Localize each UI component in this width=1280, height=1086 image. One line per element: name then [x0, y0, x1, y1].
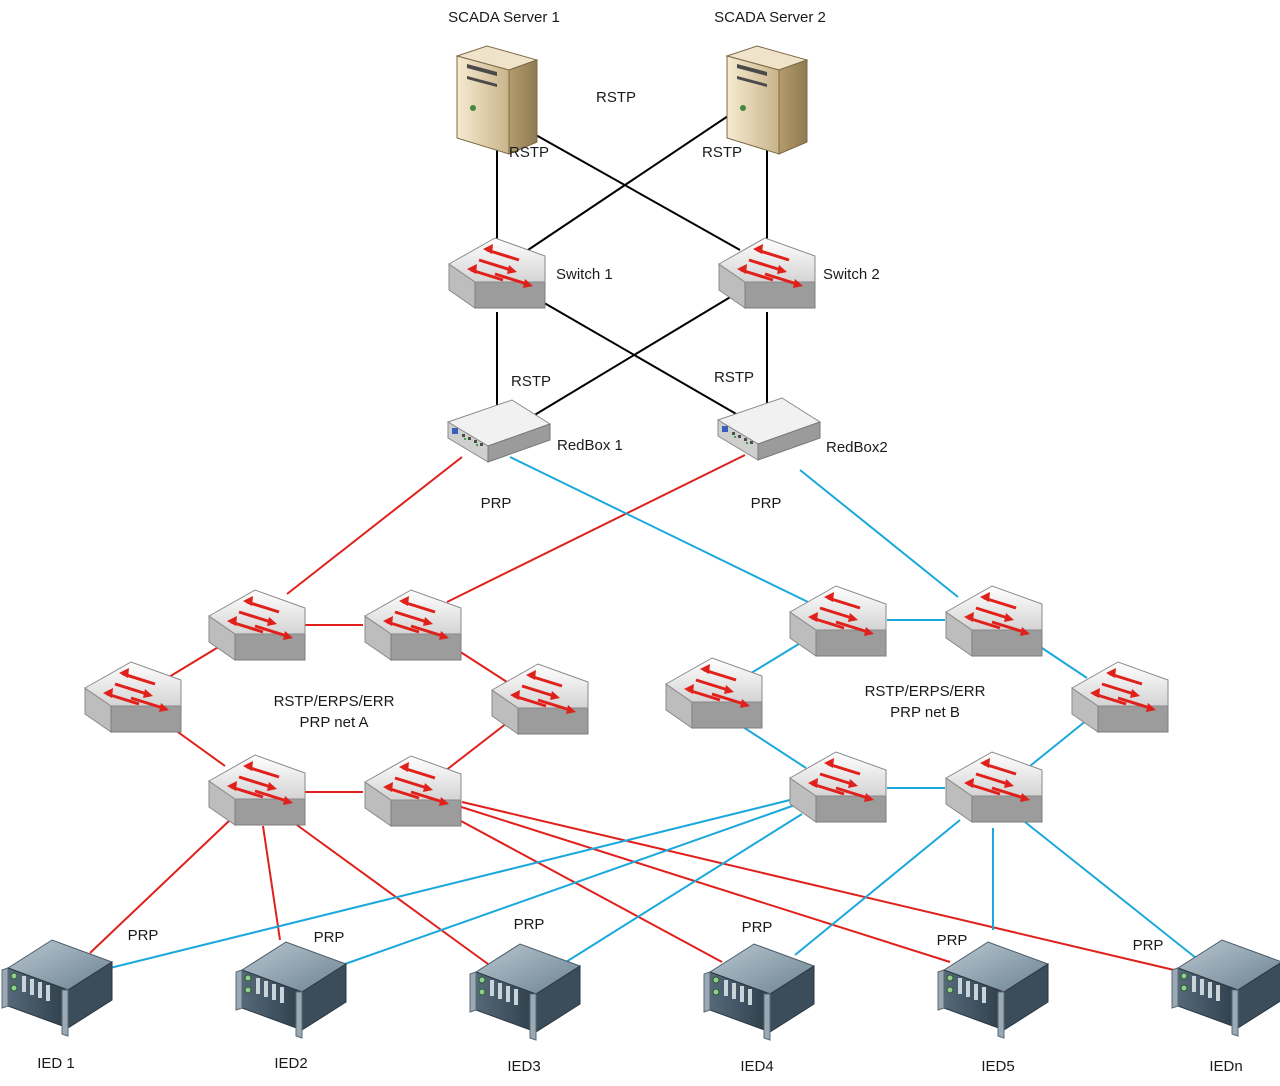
scada-server-1[interactable] [456, 45, 538, 155]
iedn-label: IEDn [1209, 1058, 1242, 1075]
redbox-icon [447, 399, 551, 463]
ring-b-link [747, 641, 803, 676]
net-b-label-line1: RSTP/ERPS/ERR [865, 683, 986, 700]
scada-server-2[interactable] [726, 45, 808, 155]
link-switch2-redbox1 [517, 292, 738, 426]
rstp-redbox1-label: RSTP [511, 373, 551, 390]
link-redbox1-net-a [286, 456, 463, 595]
net-b-label-line2: PRP net B [890, 704, 960, 721]
ied-server-icon[interactable] [1, 939, 113, 1037]
link-redbox1-net-b [509, 456, 809, 603]
network-switch-icon[interactable] [664, 656, 764, 730]
link-server2-switch1 [524, 115, 729, 253]
network-switch-icon[interactable] [1070, 660, 1170, 734]
switch-2[interactable] [717, 236, 817, 310]
network-switch-icon[interactable] [944, 750, 1044, 824]
ied3-prp-label: PRP [514, 916, 545, 933]
rstp-redbox2-label: RSTP [714, 369, 754, 386]
ied4-prp-label: PRP [742, 919, 773, 936]
link-net-a-ied3 [289, 819, 489, 965]
rstp-server1-label: RSTP [509, 144, 549, 161]
switch-1-label: Switch 1 [556, 266, 613, 283]
network-switch-icon[interactable] [83, 660, 183, 734]
ied1-prp-label: PRP [128, 927, 159, 944]
ied-server-icon[interactable] [703, 943, 815, 1041]
link-net-a-ied5 [454, 804, 951, 963]
prp-net-a-links [89, 454, 1175, 971]
ied-server-icon[interactable] [937, 941, 1049, 1039]
network-switch-icon[interactable] [363, 588, 463, 662]
link-net-a-ied1 [89, 819, 231, 954]
network-switch-icon[interactable] [363, 754, 463, 828]
redbox-icon [717, 397, 821, 461]
network-switch-icon[interactable] [944, 584, 1044, 658]
prp-net-b-links [109, 456, 1197, 969]
link-net-b-iedn [1019, 817, 1197, 959]
switch-2-label: Switch 2 [823, 266, 880, 283]
link-net-a-iedn [461, 801, 1175, 971]
prp-redbox1-label: PRP [481, 495, 512, 512]
ied-server-icon[interactable] [1171, 939, 1280, 1037]
ring-b-link [739, 724, 807, 769]
server-2-label: SCADA Server 2 [714, 9, 826, 26]
link-net-b-ied4 [794, 819, 961, 956]
rstp-links [496, 115, 768, 426]
link-net-b-ied1 [109, 799, 791, 969]
ied1-label: IED 1 [37, 1055, 75, 1072]
ied-server-icon[interactable] [469, 943, 581, 1041]
rstp-top-label: RSTP [596, 89, 636, 106]
server-icon [726, 45, 808, 155]
ied2-prp-label: PRP [314, 929, 345, 946]
redbox-2-label: RedBox2 [826, 439, 888, 456]
ied-devices [1, 939, 1280, 1041]
server-icon [456, 45, 538, 155]
network-switch-icon [717, 236, 817, 310]
redbox-1-label: RedBox 1 [557, 437, 623, 454]
link-net-b-ied3 [565, 813, 803, 963]
ring-a-link [163, 642, 226, 681]
redbox-2[interactable] [717, 397, 821, 461]
network-switch-icon[interactable] [207, 588, 307, 662]
network-switch-icon[interactable] [788, 750, 888, 824]
server-1-label: SCADA Server 1 [448, 9, 560, 26]
net-a-label-line2: PRP net A [300, 714, 369, 731]
ied2-label: IED2 [274, 1055, 307, 1072]
net-a-label-line1: RSTP/ERPS/ERR [274, 693, 395, 710]
prp-redbox2-label: PRP [751, 495, 782, 512]
network-switch-icon[interactable] [490, 662, 590, 736]
link-redbox2-net-b [799, 469, 959, 598]
link-net-a-ied2 [262, 825, 281, 941]
ied3-label: IED3 [507, 1058, 540, 1075]
network-switch-icon[interactable] [788, 584, 888, 658]
ied-server-icon[interactable] [235, 941, 347, 1039]
iedn-prp-label: PRP [1133, 937, 1164, 954]
link-redbox2-net-a [446, 454, 746, 603]
ring-a-link [444, 722, 508, 772]
link-switch1-redbox2 [526, 292, 739, 416]
ied5-label: IED5 [981, 1058, 1014, 1075]
link-net-a-ied4 [447, 813, 723, 963]
ied5-prp-label: PRP [937, 932, 968, 949]
ring-b-link [1029, 719, 1088, 767]
ied4-label: IED4 [740, 1058, 773, 1075]
link-net-b-ied2 [344, 804, 796, 965]
rstp-server2-label: RSTP [702, 144, 742, 161]
redbox-1[interactable] [447, 399, 551, 463]
link-server1-switch2 [526, 129, 741, 251]
